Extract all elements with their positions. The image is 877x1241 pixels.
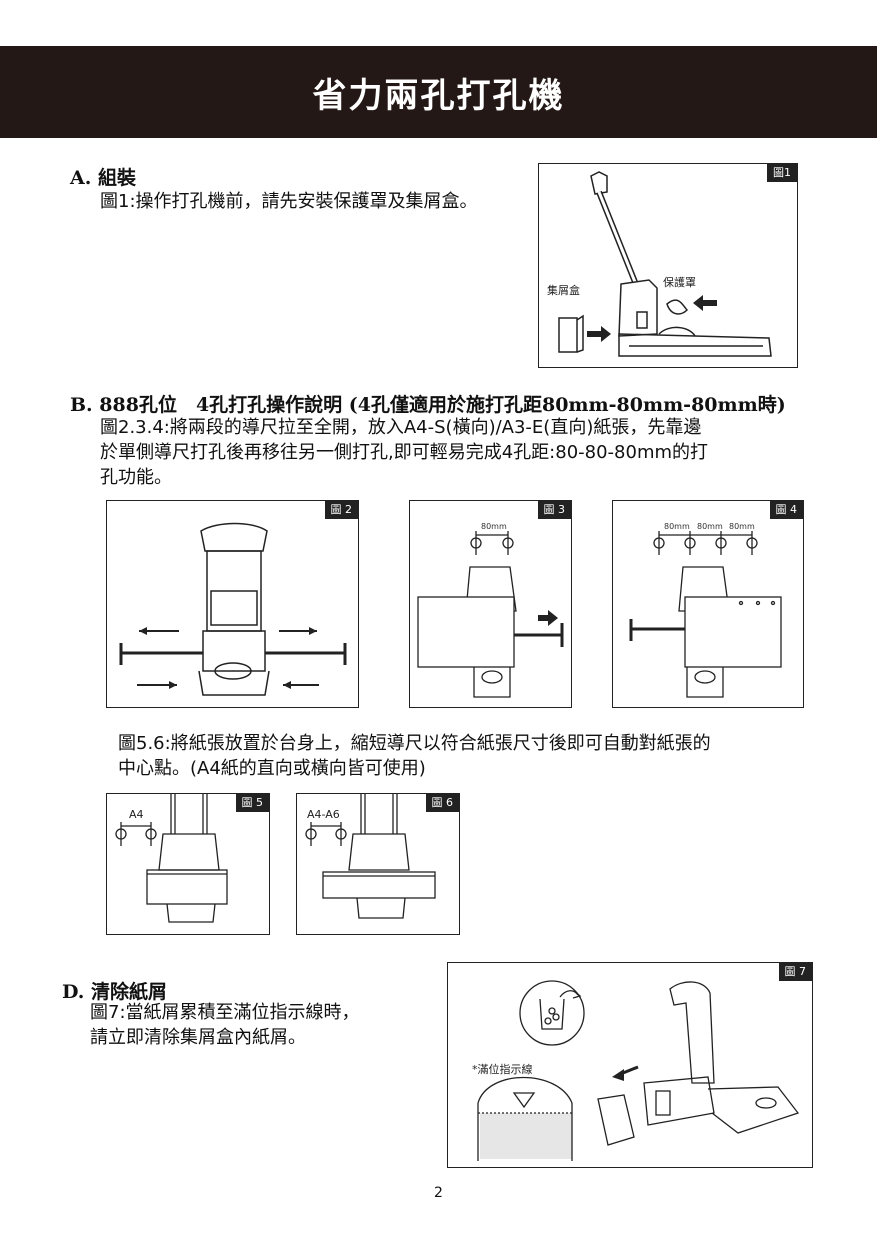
section-b-line-2: 於單側導尺打孔後再移往另一側打孔,即可輕易完成4孔距:80-80-80mm的打 <box>100 442 709 463</box>
section-d-heading: D. 清除紙屑 <box>62 981 168 1003</box>
page-number: 2 <box>434 1185 443 1201</box>
figure-7: *滿位指示線 圖 7 <box>447 962 813 1168</box>
figure-7-drawing <box>477 980 800 1161</box>
figure-4-dimension-2: 80mm <box>697 522 723 531</box>
section-b-heading: B. 888孔位 4孔打孔操作說明 (4孔僅適用於施打孔距80mm-80mm-8… <box>70 394 786 416</box>
figure-2: 圖 2 <box>106 500 359 708</box>
section-d-line-2: 請立即清除集屑盒內紙屑。 <box>90 1027 306 1048</box>
figure-3-drawing <box>417 531 564 698</box>
section-56-line-1: 圖5.6:將紙張放置於台身上，縮短導尺以符合紙張尺寸後即可自動對紙張的 <box>118 733 711 754</box>
figure-3-dimension: 80mm <box>481 522 507 531</box>
figure-5-drawing <box>115 794 228 923</box>
section-d-line-1: 圖7:當紙屑累積至滿位指示線時， <box>90 1002 360 1023</box>
section-b-line-1: 圖2.3.4:將兩段的導尺拉至全開，放入A4-S(橫向)/A3-E(直向)紙張，… <box>100 417 702 438</box>
figure-3: 80mm 圖 3 <box>409 500 572 708</box>
figure-6-drawing <box>305 794 436 919</box>
figure-4: 80mm 80mm 80mm 圖 4 <box>612 500 804 708</box>
figure-4-dimension-1: 80mm <box>664 522 690 531</box>
section-b-line-3: 孔功能。 <box>100 467 172 488</box>
figure-1: 集屑盒 保護罩 圖1 <box>538 163 798 368</box>
figure-7-tag: 圖 7 <box>778 963 812 981</box>
page-title: 省力兩孔打孔機 <box>312 75 565 116</box>
figure-4-drawing <box>629 531 782 698</box>
figure-6-paper-size: A4-A6 <box>307 808 340 821</box>
section-a-text: 圖1:操作打孔機前，請先安裝保護罩及集屑盒。 <box>100 191 478 212</box>
figure-5: A4 圖 5 <box>106 793 270 935</box>
figure-1-drawing <box>558 171 772 357</box>
figure-5-tag: 圖 5 <box>235 794 269 812</box>
figure-5-paper-size: A4 <box>129 808 144 821</box>
figure-6: A4-A6 圖 6 <box>296 793 460 935</box>
figure-4-tag: 圖 4 <box>769 501 803 519</box>
figure-4-dimension-3: 80mm <box>729 522 755 531</box>
label-full-level-line: *滿位指示線 <box>472 1063 533 1076</box>
figure-1-tag: 圖1 <box>767 164 797 182</box>
label-protective-cover: 保護罩 <box>663 276 696 289</box>
figure-3-tag: 圖 3 <box>537 501 571 519</box>
title-banner: 省力兩孔打孔機 <box>0 46 877 138</box>
section-a-heading: A. 組裝 <box>70 167 136 189</box>
section-56-line-2: 中心點。(A4紙的直向或橫向皆可使用) <box>118 758 426 779</box>
figure-2-drawing <box>119 522 347 696</box>
figure-6-tag: 圖 6 <box>425 794 459 812</box>
label-chip-box: 集屑盒 <box>547 284 580 297</box>
figure-2-tag: 圖 2 <box>324 501 358 519</box>
